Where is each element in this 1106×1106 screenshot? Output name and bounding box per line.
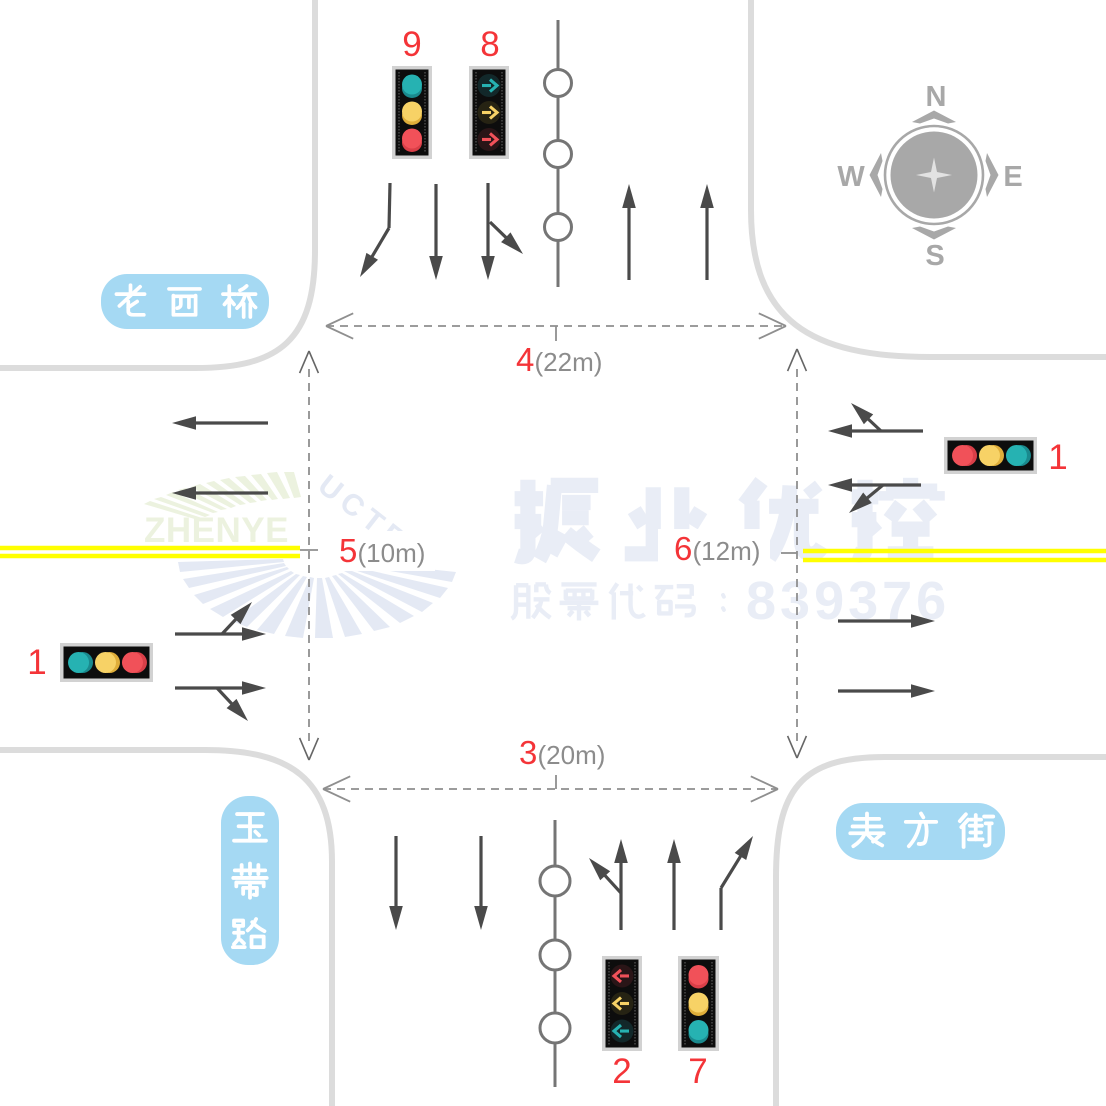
svg-text:N: N [926, 81, 947, 113]
svg-text:6: 6 [674, 530, 692, 567]
svg-text:2: 2 [612, 1052, 631, 1091]
svg-text:(10m): (10m) [358, 538, 426, 568]
svg-text:ZHENYE: ZHENYE [144, 511, 289, 550]
svg-text:5: 5 [339, 532, 357, 569]
svg-text:(20m): (20m) [538, 740, 606, 770]
svg-text:1: 1 [27, 643, 46, 682]
svg-text:4: 4 [516, 341, 534, 378]
svg-text:S: S [925, 240, 944, 272]
svg-text:9: 9 [402, 25, 421, 64]
svg-text:8: 8 [480, 25, 499, 64]
svg-text:E: E [1003, 161, 1022, 193]
svg-text:7: 7 [688, 1052, 707, 1091]
svg-text:(12m): (12m) [693, 536, 761, 566]
svg-text:1: 1 [1048, 438, 1067, 477]
svg-text:3: 3 [519, 734, 537, 771]
svg-text:(22m): (22m) [535, 347, 603, 377]
svg-text:W: W [837, 161, 865, 193]
